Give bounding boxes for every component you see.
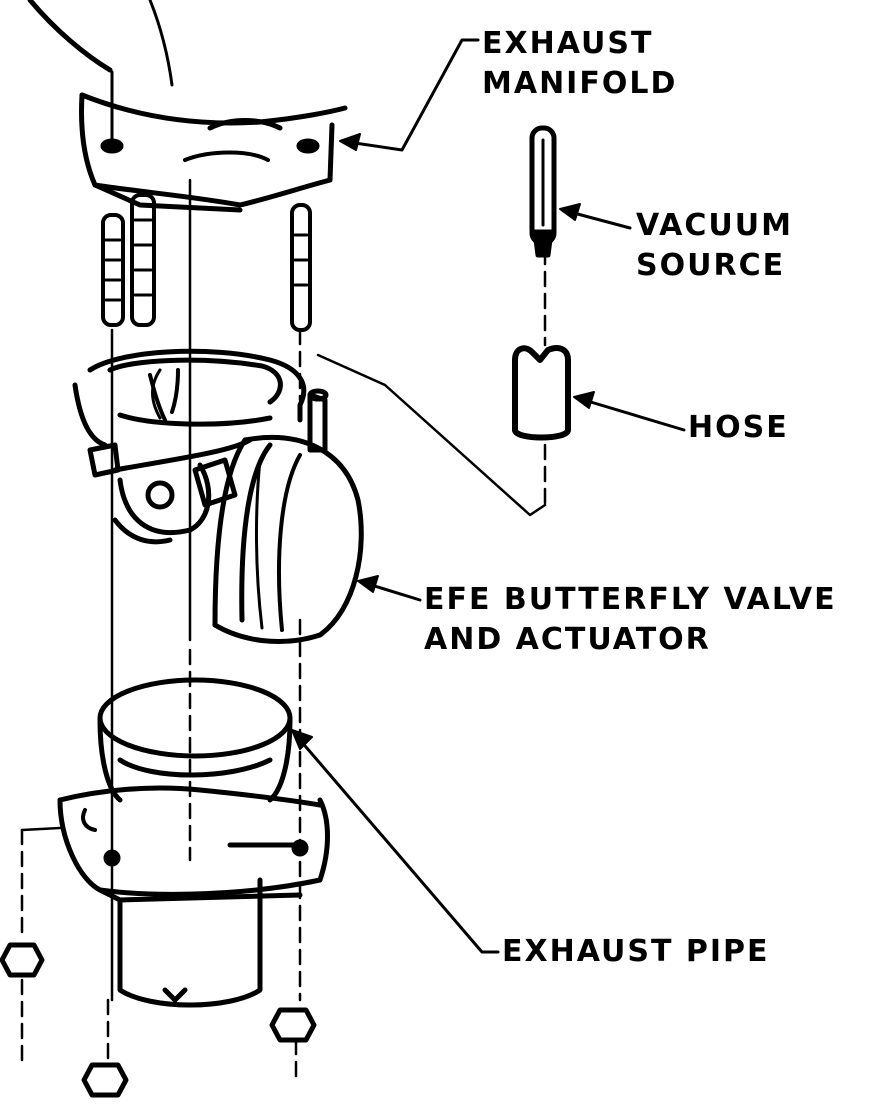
label-line: VACUUM — [636, 208, 793, 243]
efe-valve-body — [72, 348, 307, 545]
label-line: EXHAUST PIPE — [502, 934, 770, 969]
efe-valve-label: EFE BUTTERFLY VALVE AND ACTUATOR — [424, 580, 837, 660]
label-line: HOSE — [688, 410, 789, 445]
label-line: SOURCE — [636, 248, 786, 283]
exhaust-manifold-label: EXHAUST MANIFOLD — [482, 24, 677, 104]
label-line: EFE BUTTERFLY VALVE — [424, 582, 837, 617]
exhaust-manifold-part — [27, 0, 348, 213]
hose-label: HOSE — [688, 408, 789, 448]
manifold-studs — [101, 193, 312, 332]
callout-leaders — [291, 38, 686, 954]
label-line: MANIFOLD — [482, 66, 678, 101]
assembly-centerlines — [20, 178, 547, 1082]
flange-nuts — [0, 942, 317, 1098]
vacuum-source-label: VACUUM SOURCE — [636, 206, 793, 286]
efe-actuator — [212, 388, 364, 645]
label-line: AND ACTUATOR — [424, 622, 711, 657]
vacuum-source-tube — [529, 125, 557, 258]
exhaust-pipe-part — [57, 677, 330, 1008]
hose-part — [512, 345, 571, 441]
hose-connection-line — [316, 353, 547, 517]
label-line: EXHAUST — [482, 26, 654, 61]
exhaust-pipe-label: EXHAUST PIPE — [502, 932, 770, 972]
